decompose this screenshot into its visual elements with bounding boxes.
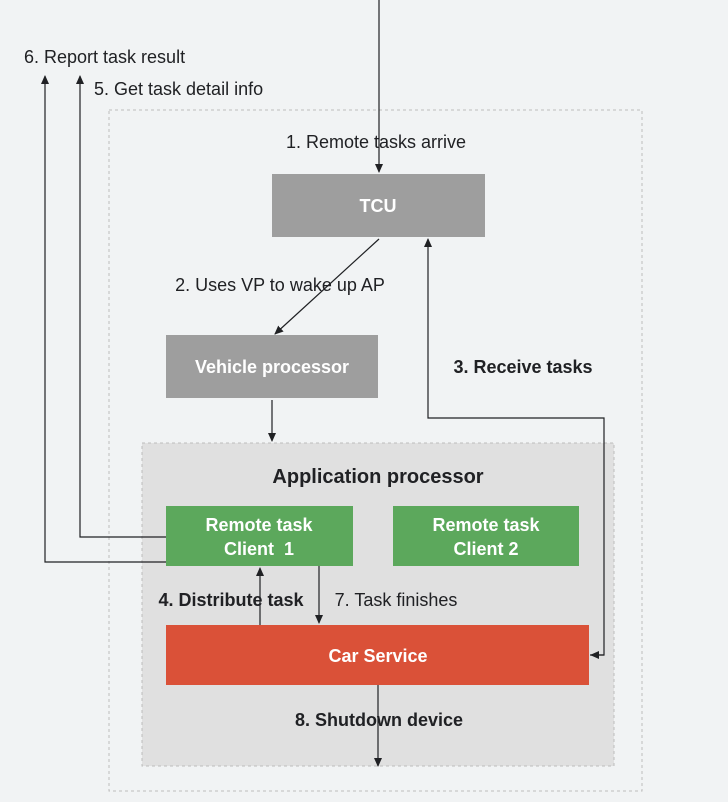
label-task-finishes: 7. Task finishes — [335, 590, 458, 610]
vehicle-processor-box — [166, 335, 378, 398]
car-service-box — [166, 625, 589, 685]
label-distribute-task: 4. Distribute task — [158, 590, 304, 610]
tcu-label: TCU — [360, 196, 397, 216]
device-boundary — [108, 109, 643, 792]
label-remote-tasks-arrive: 1. Remote tasks arrive — [286, 132, 466, 152]
label-uses-vp: 2. Uses VP to wake up AP — [175, 275, 385, 295]
arrow-wake-up — [274, 238, 380, 335]
label-shutdown-device: 8. Shutdown device — [295, 710, 463, 730]
remote-task-client-2-box — [393, 506, 579, 566]
client-1-label-line2: Client 1 — [224, 539, 294, 559]
label-receive-tasks: 3. Receive tasks — [453, 357, 592, 377]
arrow-report-task-result — [41, 75, 166, 563]
car-service-label: Car Service — [328, 646, 427, 666]
arrow-get-task-detail — [76, 75, 166, 538]
vehicle-processor-label: Vehicle processor — [195, 357, 349, 377]
client-2-label-line1: Remote task — [432, 515, 540, 535]
label-get-task-detail: 5. Get task detail info — [94, 79, 263, 99]
label-report-task-result: 6. Report task result — [24, 47, 185, 67]
remote-task-client-1-box — [166, 506, 353, 566]
application-processor-title: Application processor — [272, 466, 483, 488]
client-1-label-line1: Remote task — [205, 515, 313, 535]
client-2-label-line2: Client 2 — [453, 539, 518, 559]
tcu-box — [272, 174, 485, 237]
